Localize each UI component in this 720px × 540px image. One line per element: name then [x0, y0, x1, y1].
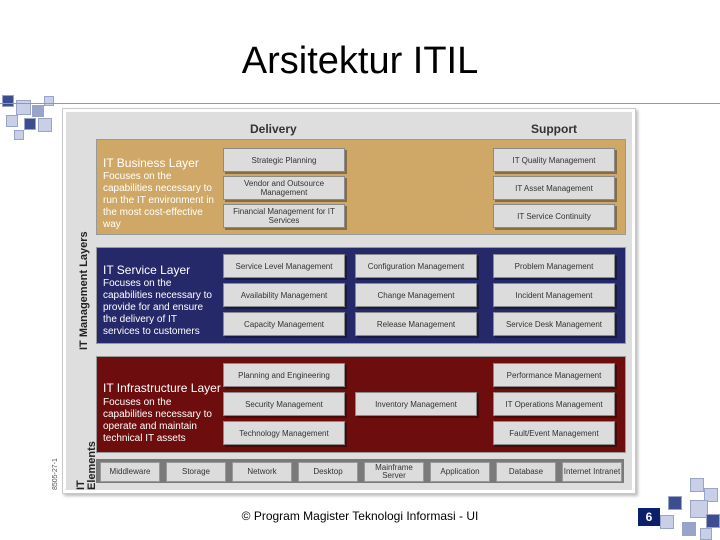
- figure-code: 8505-27-1: [52, 458, 59, 490]
- management-layers-label: IT Management Layers: [78, 231, 90, 350]
- fault-event-box: Fault/Event Management: [493, 421, 615, 445]
- element-application: Application: [430, 462, 490, 482]
- element-storage: Storage: [166, 462, 226, 482]
- vendor-outsource-box: Vendor and Outsource Management: [223, 176, 345, 200]
- change-box: Change Management: [355, 283, 477, 307]
- infrastructure-layer-title: IT Infrastructure Layer: [103, 381, 221, 395]
- problem-box: Problem Management: [493, 254, 615, 278]
- element-middleware: Middleware: [100, 462, 160, 482]
- business-layer: IT Business Layer Focuses on the capabil…: [96, 139, 626, 235]
- technology-box: Technology Management: [223, 421, 345, 445]
- it-operations-box: IT Operations Management: [493, 392, 615, 416]
- financial-management-box: Financial Management for IT Services: [223, 204, 345, 228]
- elements-label: IT Elements: [75, 441, 98, 490]
- element-database: Database: [496, 462, 556, 482]
- availability-box: Availability Management: [223, 283, 345, 307]
- planning-engineering-box: Planning and Engineering: [223, 363, 345, 387]
- slide-footer: © Program Magister Teknologi Informasi -…: [241, 509, 479, 523]
- support-column-header: Support: [531, 122, 577, 136]
- elements-row: Middleware Storage Network Desktop Mainf…: [96, 459, 624, 483]
- title-divider: [0, 103, 720, 104]
- element-mainframe-server: Mainframe Server: [364, 462, 424, 482]
- security-box: Security Management: [223, 392, 345, 416]
- delivery-column-header: Delivery: [250, 122, 297, 136]
- performance-box: Performance Management: [493, 363, 615, 387]
- page-number: 6: [638, 508, 660, 526]
- it-asset-box: IT Asset Management: [493, 176, 615, 200]
- service-level-box: Service Level Management: [223, 254, 345, 278]
- service-layer-title: IT Service Layer: [103, 263, 191, 277]
- capacity-box: Capacity Management: [223, 312, 345, 336]
- element-network: Network: [232, 462, 292, 482]
- it-quality-box: IT Quality Management: [493, 148, 615, 172]
- slide-title: Arsitektur ITIL: [241, 40, 479, 82]
- incident-box: Incident Management: [493, 283, 615, 307]
- configuration-box: Configuration Management: [355, 254, 477, 278]
- itil-diagram: Delivery Support IT Management Layers IT…: [62, 108, 636, 494]
- infrastructure-layer-desc: Focuses on the capabilities necessary to…: [103, 397, 212, 444]
- service-layer: IT Service Layer Focuses on the capabili…: [96, 247, 626, 344]
- diagram-background: Delivery Support IT Management Layers IT…: [66, 112, 632, 490]
- strategic-planning-box: Strategic Planning: [223, 148, 345, 172]
- service-layer-desc: Focuses on the capabilities necessary to…: [103, 278, 212, 337]
- business-layer-desc: Focuses on the capabilities necessary to…: [103, 171, 214, 230]
- infrastructure-layer: IT Infrastructure Layer Focuses on the c…: [96, 356, 626, 453]
- element-internet-intranet: Internet Intranet: [562, 462, 622, 482]
- release-box: Release Management: [355, 312, 477, 336]
- element-desktop: Desktop: [298, 462, 358, 482]
- business-layer-title: IT Business Layer: [103, 156, 199, 170]
- service-desk-box: Service Desk Management: [493, 312, 615, 336]
- inventory-box: Inventory Management: [355, 392, 477, 416]
- it-service-continuity-box: IT Service Continuity: [493, 204, 615, 228]
